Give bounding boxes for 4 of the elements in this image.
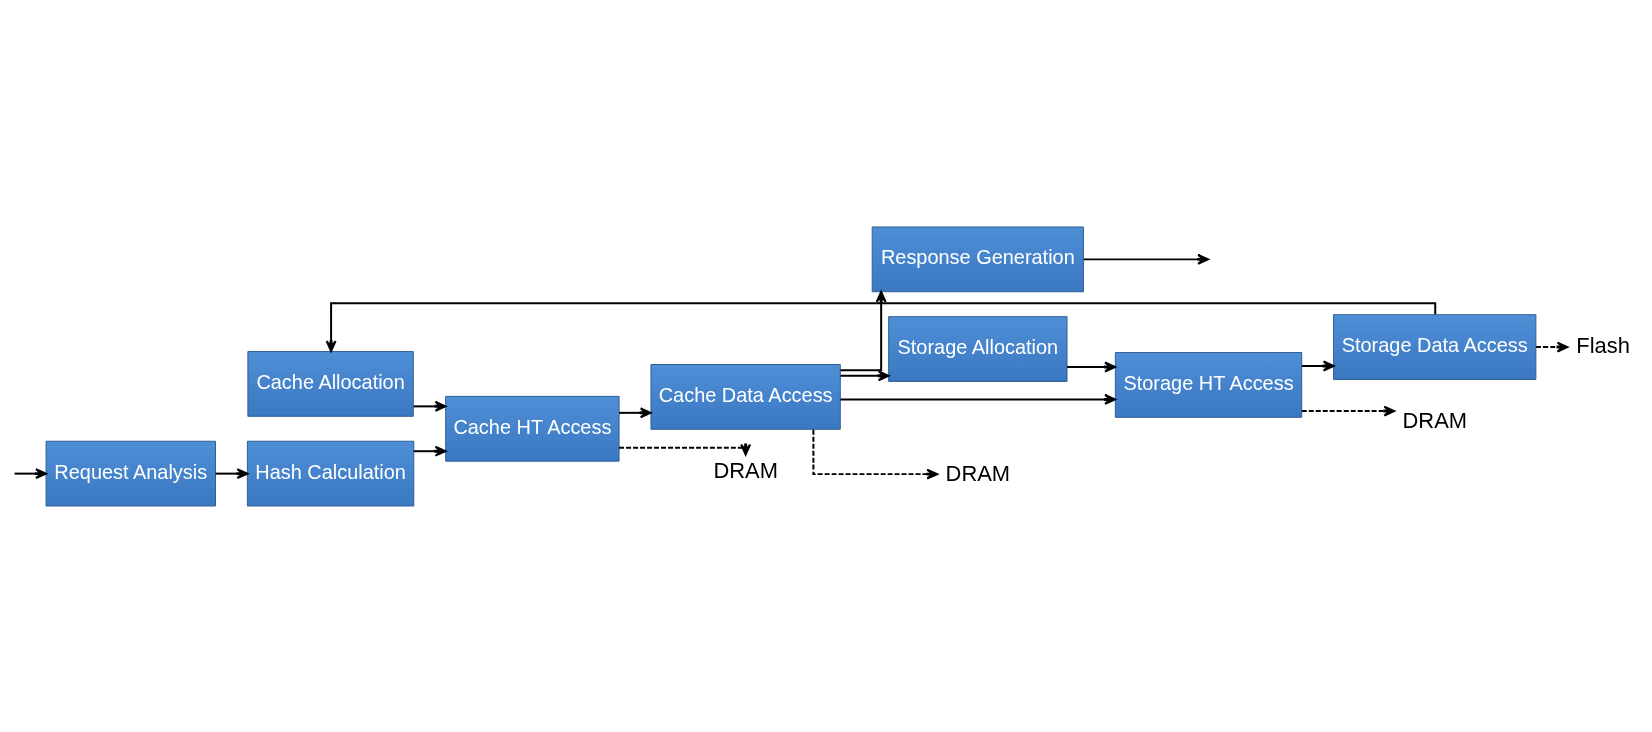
node-text: DRAM: [1402, 407, 1467, 433]
node-text: DRAM: [945, 460, 1011, 486]
node-text: DRAM: [713, 457, 778, 483]
node-text: Flash: [1576, 332, 1630, 358]
